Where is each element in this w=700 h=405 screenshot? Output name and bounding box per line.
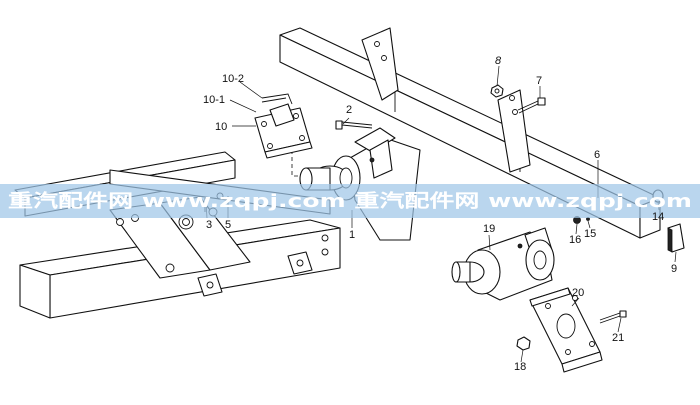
label-20: 20 [572, 287, 584, 299]
label-7: 7 [536, 75, 542, 87]
label-9: 9 [671, 263, 677, 275]
label-18: 18 [514, 361, 526, 373]
part-labels: 10-2 10-1 10 2 3 5 1 6 7 8 9 14 15 16 19… [203, 55, 677, 373]
bolt-7 [517, 97, 546, 114]
label-10: 10 [215, 121, 227, 133]
label-10-2: 10-2 [222, 73, 244, 85]
label-2: 2 [346, 104, 352, 116]
mounting-plate-20 [529, 287, 603, 373]
label-19: 19 [483, 223, 495, 235]
label-1: 1 [349, 229, 355, 241]
mounting-plate-10 [254, 93, 313, 159]
bolt-2 [335, 120, 373, 130]
label-5: 5 [225, 219, 231, 231]
watermark-band: 重汽配件网 www.zqpj.com 重汽配件网 www.zqpj.com [0, 184, 700, 218]
coupling-assembly-19 [451, 227, 555, 301]
watermark-text: 重汽配件网 www.zqpj.com 重汽配件网 www.zqpj.com [8, 190, 692, 212]
label-15: 15 [584, 228, 596, 240]
nut-8 [490, 84, 504, 98]
label-16: 16 [569, 234, 581, 246]
label-6: 6 [594, 149, 600, 161]
label-10-1: 10-1 [203, 94, 225, 106]
mount-guide-line [291, 150, 300, 177]
rubber-pad-9 [667, 223, 685, 253]
bolt-21 [599, 310, 627, 324]
nut-18 [516, 336, 531, 351]
label-21: 21 [612, 332, 624, 344]
label-14: 14 [652, 211, 664, 223]
label-3: 3 [206, 219, 212, 231]
label-8: 8 [495, 55, 502, 67]
chassis-frame [14, 151, 341, 319]
